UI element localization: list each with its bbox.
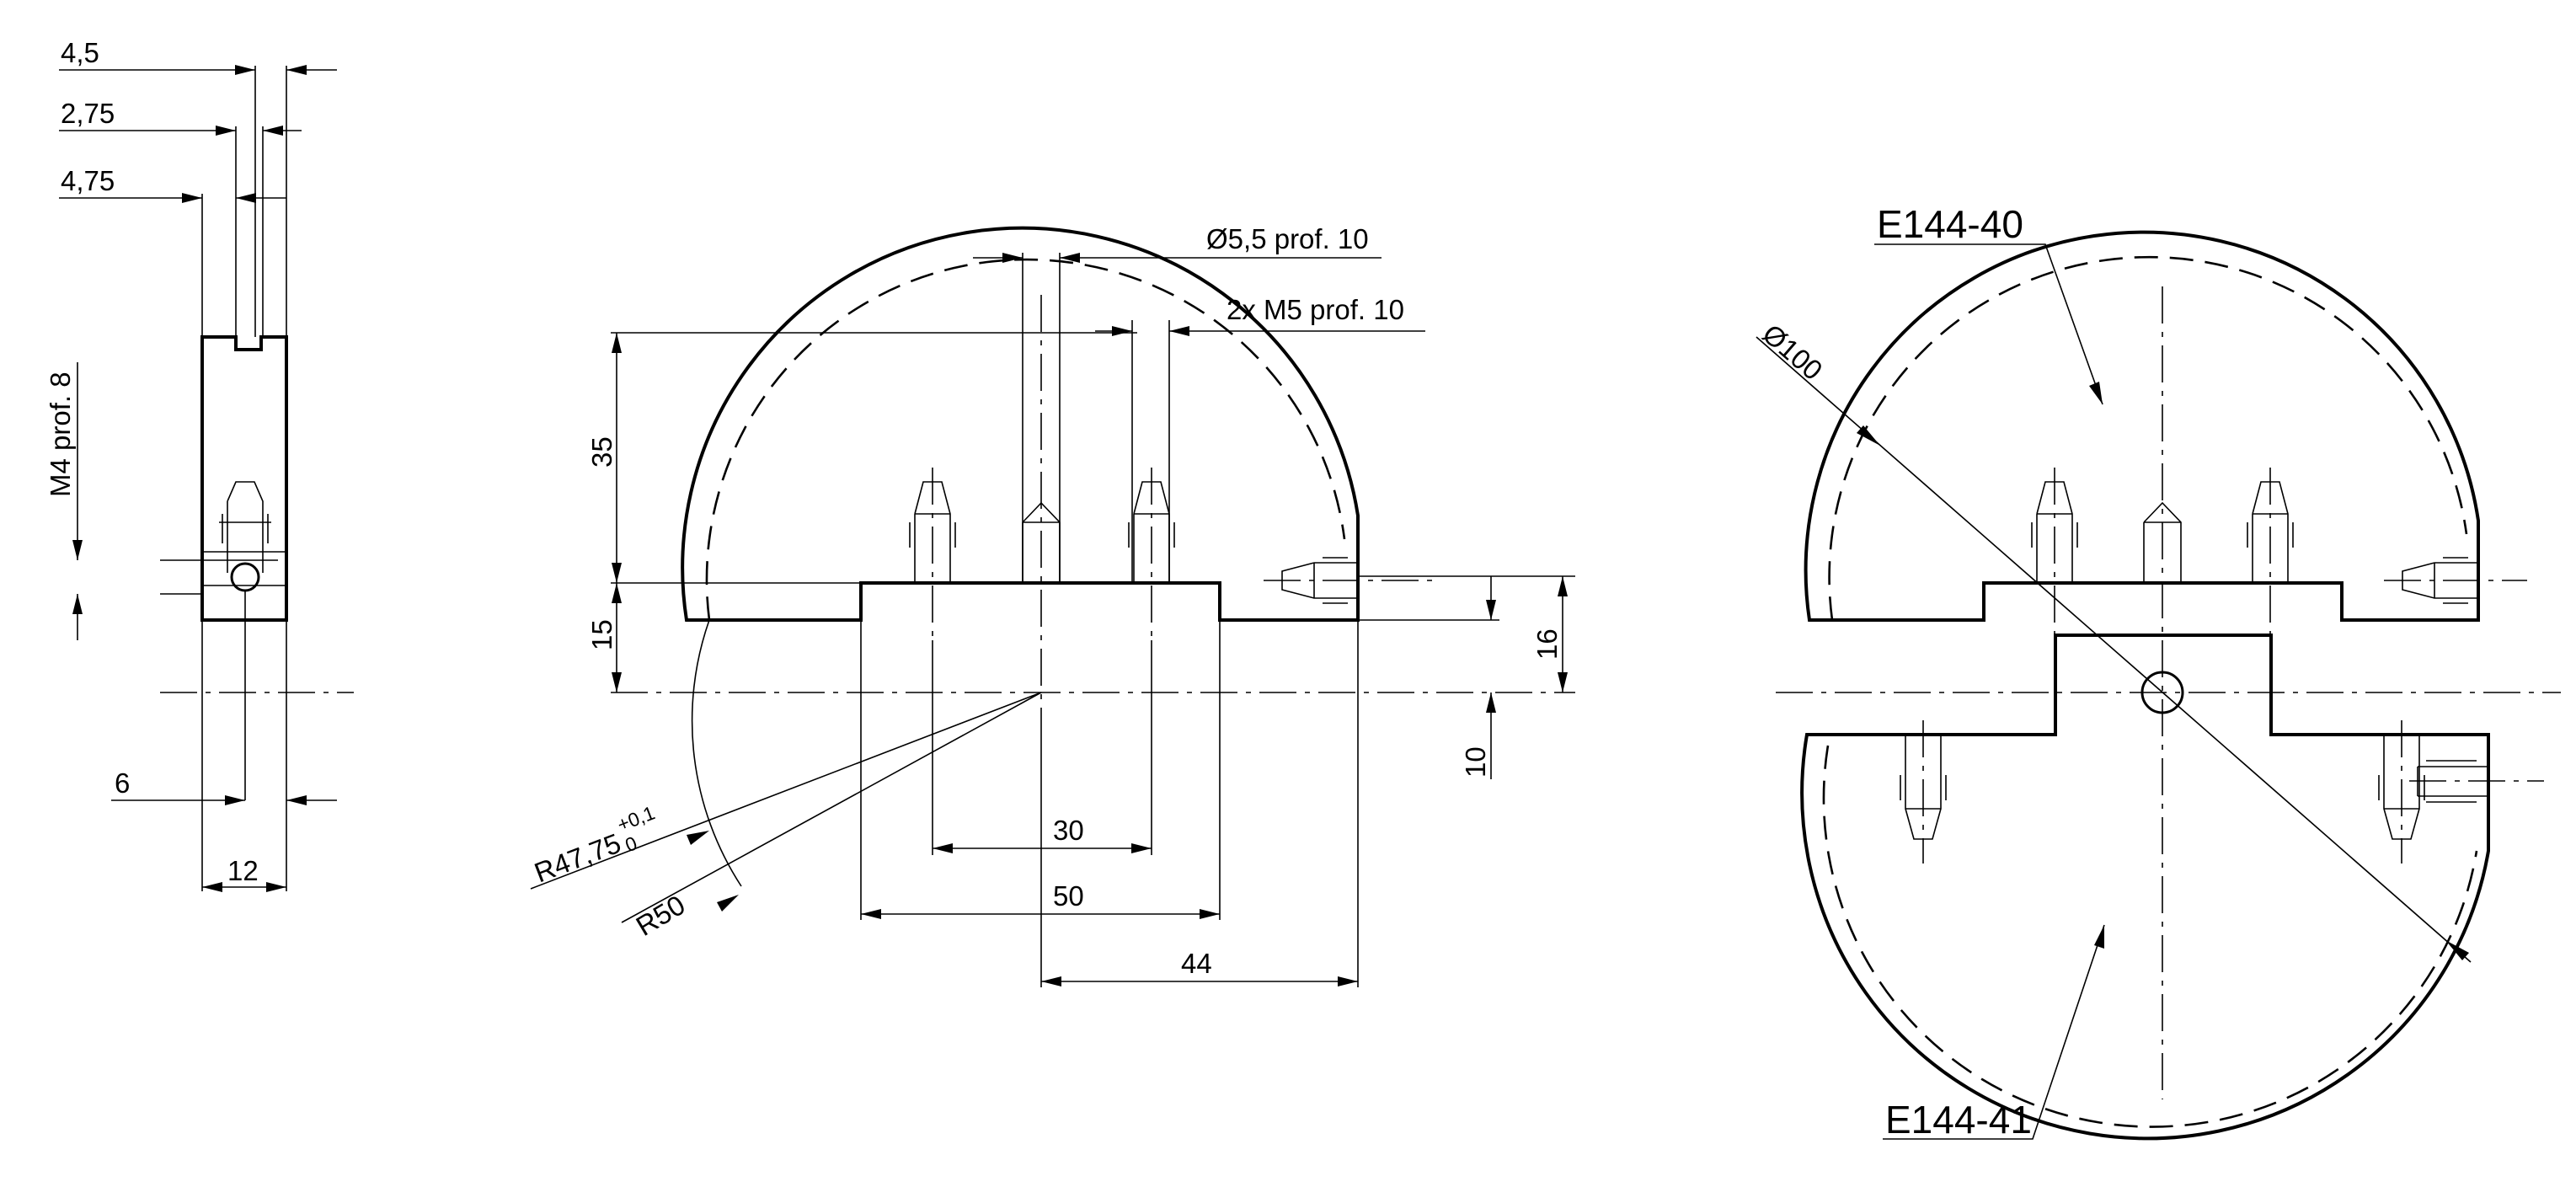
radius-inner-label: R47,75 [530, 827, 625, 889]
upper-part-leader-arrow [2089, 382, 2103, 404]
side-view: 4,5 2,75 4,75 6 12 M4 prof. 8 [45, 37, 354, 892]
lower-half-holes [1900, 735, 2488, 840]
m5-thread-label: 2x M5 prof. 10 [1227, 294, 1404, 325]
lower-part-leader-arrow [2094, 925, 2104, 949]
upper-half-hidden-radius [1828, 255, 2468, 621]
dim-30: 30 [1053, 815, 1084, 846]
upper-half-outline [1804, 230, 2480, 622]
dim-16: 16 [1531, 628, 1563, 660]
lower-part-leader [1883, 924, 2105, 1140]
front-view: Ø5,5 prof. 10 2x M5 prof. 10 35 15 16 10… [530, 223, 1575, 987]
side-view-arrowheads [72, 65, 307, 892]
upper-half-holes [2031, 481, 2478, 604]
dim-10: 10 [1460, 746, 1491, 778]
diameter-arrow-upper [1857, 425, 1880, 446]
upper-part-label: E144-40 [1877, 202, 2023, 246]
m4-thread-label: M4 prof. 8 [45, 372, 76, 497]
front-view-dimension-lines [530, 257, 1563, 982]
front-view-hidden-radius [705, 258, 1346, 621]
front-view-outline [681, 226, 1360, 622]
dim-15: 15 [586, 619, 617, 650]
side-view-m4-hole [230, 562, 260, 592]
front-view-centerlines [611, 295, 1575, 741]
dim-35: 35 [586, 436, 617, 468]
dim-6: 6 [115, 767, 130, 799]
assembly-view: E144-40 E144-41 Ø100 [1756, 202, 2561, 1142]
dim-50: 50 [1053, 880, 1084, 912]
diameter-arrow-lower [2445, 940, 2469, 960]
upper-part-leader [1874, 243, 2103, 405]
dim-2-75: 2,75 [61, 98, 115, 129]
side-view-tapped-hole [202, 481, 286, 586]
radius-inner-tol-upper: +0,1 [614, 801, 658, 836]
front-view-holes [909, 481, 1358, 604]
assembly-view-centerlines [1776, 286, 2561, 1099]
radius-inner-label-group: R47,75 +0,1 0 [530, 801, 658, 889]
side-view-extension-lines [160, 66, 287, 891]
front-view-construction-arc [691, 619, 742, 887]
front-view-arrowheads [612, 253, 1568, 986]
dim-12: 12 [227, 855, 259, 886]
dim-4-5: 4,5 [61, 37, 99, 68]
dim-44: 44 [1181, 948, 1212, 979]
diameter-label: Ø100 [1756, 318, 1828, 386]
front-view-extension-lines [611, 253, 1575, 987]
dim-4-75: 4,75 [61, 165, 115, 196]
hole-label: Ø5,5 prof. 10 [1206, 223, 1369, 254]
lower-part-label: E144-41 [1885, 1098, 2032, 1142]
radius-outer-label: R50 [631, 889, 691, 942]
lower-half-hidden-radius [1822, 745, 2478, 1128]
side-view-body [200, 335, 288, 622]
